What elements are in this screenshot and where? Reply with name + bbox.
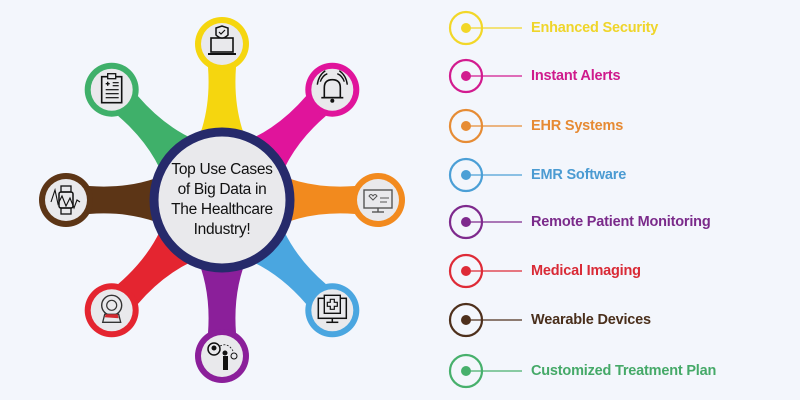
monitor-medical-cross-icon: [311, 289, 354, 332]
hub-spoke-diagram: [39, 17, 405, 383]
doctor-patient-remote-icon: [201, 335, 243, 377]
legend-item-instant-alerts: Instant Alerts: [440, 58, 800, 94]
bullet-ring-icon: [448, 353, 522, 389]
bullet-ring-icon: [448, 157, 522, 193]
legend-item-medical-imaging: Medical Imaging: [440, 253, 800, 289]
bullet-ring-icon: [448, 108, 522, 144]
alarm-bell-icon: [311, 68, 354, 111]
smartwatch-ecg-icon: [45, 179, 87, 221]
legend-item-wearable-devices: Wearable Devices: [440, 302, 800, 338]
hub-title-line-2: of Big Data in: [177, 181, 267, 198]
legend-label: Remote Patient Monitoring: [531, 214, 711, 230]
hub-title-line-1: Top Use Cases: [171, 161, 273, 178]
hub-circle: [149, 127, 295, 273]
hub-title-line-4: Industry!: [193, 221, 251, 238]
legend-label: Wearable Devices: [531, 312, 651, 328]
legend-item-enhanced-security: Enhanced Security: [440, 10, 800, 46]
bullet-ring-icon: [448, 58, 522, 94]
bullet-ring-icon: [448, 253, 522, 289]
legend: Enhanced Security Instant Alerts EHR Sys…: [440, 0, 800, 400]
mri-scanner-icon: [90, 289, 133, 332]
monitor-health-record-icon: [357, 179, 399, 221]
legend-item-emr-software: EMR Software: [440, 157, 800, 193]
legend-item-ehr-systems: EHR Systems: [440, 108, 800, 144]
legend-label: Customized Treatment Plan: [531, 363, 717, 379]
legend-item-remote-patient-monitoring: Remote Patient Monitoring: [440, 204, 800, 240]
legend-label: Instant Alerts: [531, 68, 621, 84]
bullet-ring-icon: [448, 204, 522, 240]
clipboard-plan-icon: [90, 68, 133, 111]
hub-title: Top Use Cases of Big Data in The Healthc…: [150, 128, 294, 272]
legend-label: Medical Imaging: [531, 263, 641, 279]
bullet-ring-icon: [448, 302, 522, 338]
legend-label: EHR Systems: [531, 118, 624, 134]
laptop-shield-icon: [201, 23, 243, 65]
legend-item-customized-treatment-plan: Customized Treatment Plan: [440, 353, 800, 389]
legend-label: EMR Software: [531, 167, 627, 183]
legend-label: Enhanced Security: [531, 20, 659, 36]
bullet-ring-icon: [448, 10, 522, 46]
hub-title-line-3: The Healthcare: [171, 201, 273, 218]
